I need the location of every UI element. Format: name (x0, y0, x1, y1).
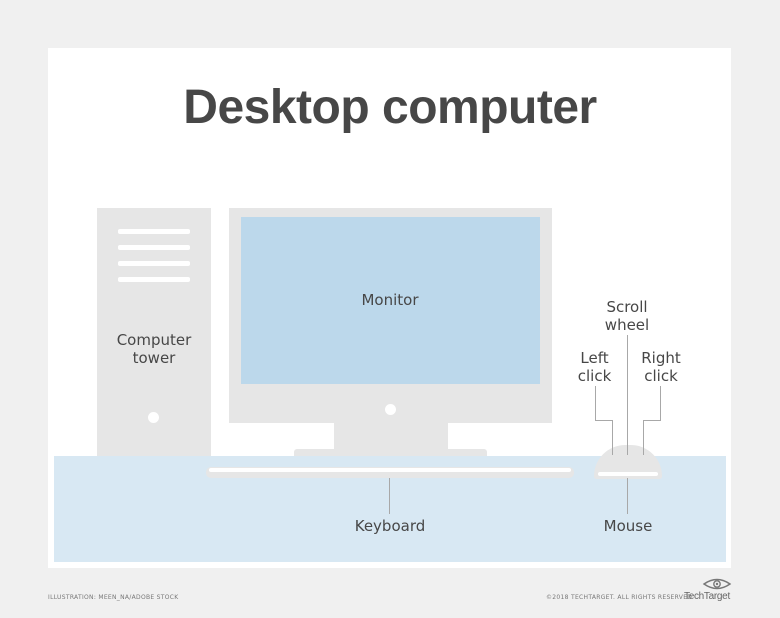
keyboard-label: Keyboard (354, 517, 426, 535)
right-click-leader-line (643, 420, 644, 455)
right-click-label: Right click (641, 349, 681, 385)
scroll-wheel-leader-line (627, 335, 628, 455)
monitor-stand (334, 423, 448, 451)
monitor-label: Monitor (361, 291, 419, 309)
mouse-leader-line (627, 478, 628, 514)
tower-vent (118, 245, 190, 250)
left-click-leader-line (612, 420, 613, 455)
left-click-leader-line (595, 420, 612, 421)
left-click-label: Left click (577, 349, 612, 385)
keyboard (206, 467, 574, 478)
scroll-wheel-label: Scroll wheel (604, 298, 650, 334)
tower-power-button (148, 412, 159, 423)
tower-vent (118, 261, 190, 266)
diagram-title: Desktop computer (183, 81, 597, 134)
tower-vent (118, 229, 190, 234)
right-click-leader-line (660, 386, 661, 421)
right-click-leader-line (643, 420, 660, 421)
copyright-notice: ©2018 TECHTARGET. ALL RIGHTS RESERVED (546, 594, 693, 601)
illustration-credit: ILLUSTRATION: MEEN_NA/ADOBE STOCK (48, 594, 179, 601)
monitor-screen (241, 217, 540, 384)
keyboard-leader-line (389, 478, 390, 514)
techtarget-eye-icon (702, 578, 732, 590)
monitor-power-button (385, 404, 396, 415)
computer-tower (97, 208, 211, 456)
left-click-leader-line (595, 386, 596, 421)
monitor (229, 208, 552, 423)
tower-vent (118, 277, 190, 282)
mouse-label: Mouse (603, 517, 653, 535)
computer-tower-label: Computer tower (116, 331, 192, 367)
techtarget-logo: TechTarget (684, 591, 730, 602)
monitor-base (294, 449, 487, 456)
